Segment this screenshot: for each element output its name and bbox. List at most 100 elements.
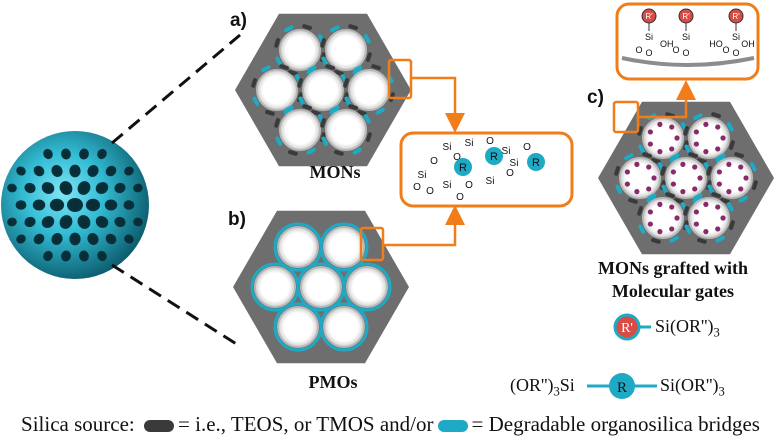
dark-silica-dash (302, 104, 312, 110)
dark-silica-dash (297, 78, 303, 88)
oh-group: OH (741, 39, 755, 49)
sphere-pore (133, 183, 143, 193)
gate-molecule-dot (646, 164, 652, 170)
bridge-formula-right: Si(OR'')3 (660, 375, 725, 399)
teal-bridge-dash (684, 144, 692, 154)
gate-molecule-dot (703, 201, 709, 207)
dark-silica-dash (371, 64, 381, 70)
dark-silica-dash (320, 118, 326, 128)
dark-silica-dash (637, 206, 643, 216)
teal-bridge-dash (715, 235, 725, 243)
sphere-pore (124, 234, 134, 244)
nanoparticle-sphere (1, 131, 149, 279)
teal-bridge-dash (684, 224, 692, 234)
atom-label: O (523, 142, 531, 153)
gate-molecule-dot (674, 215, 680, 221)
teal-bridge-dash (726, 202, 734, 212)
dark-silica-dash (348, 24, 358, 30)
teal-bridge-dash (707, 184, 715, 194)
teal-bridge-dash (647, 193, 657, 201)
gate-molecule-dot (647, 129, 653, 135)
dark-silica-dash (343, 78, 349, 88)
teal-bridge-dash (353, 65, 363, 73)
teal-bridge-dash (693, 193, 703, 201)
dark-silica-dash (279, 64, 289, 70)
dark-silica-dash (366, 52, 372, 62)
oh-group: OH (660, 39, 674, 49)
dark-silica-dash (706, 166, 712, 176)
sphere-pore (79, 250, 89, 262)
sphere-pore (97, 148, 107, 160)
sphere-pore (16, 234, 26, 244)
gate-molecule-dot (670, 181, 676, 187)
dark-silica-dash (288, 150, 298, 156)
gate-molecule-dot (738, 164, 744, 170)
sphere-pore (41, 216, 55, 228)
gate-molecule-dot (738, 186, 744, 192)
pmos-title: PMOs (308, 372, 358, 392)
sphere-pore (105, 233, 117, 245)
dark-silica-dash (274, 118, 280, 128)
dark-silica-dash (366, 132, 372, 142)
pmos-hexagon (233, 210, 409, 364)
gate-molecule-dot (657, 229, 663, 235)
sphere-pore (95, 182, 109, 194)
sphere-pore (51, 233, 63, 245)
silica-source-caption: Silica source: = i.e., TEOS, or TMOS and… (0, 412, 781, 437)
dark-silica-dash (688, 152, 698, 158)
teal-bridge-dash (306, 147, 316, 155)
gate-molecule-dot (624, 181, 630, 187)
gate-molecule-dot (693, 221, 699, 227)
sphere-pore (79, 148, 89, 160)
sphere-pore (43, 148, 53, 160)
teal-bridge-dash (661, 184, 669, 194)
sphere-pore (97, 250, 107, 262)
grafted-mons-hexagon (598, 101, 774, 255)
gate-molecule-dot (743, 175, 749, 181)
si-atom: Si (732, 32, 740, 42)
atom-label: Si (443, 142, 452, 153)
gate-molecule-dot (715, 226, 721, 232)
mons-hexagon (235, 13, 411, 167)
gate-molecule-dot (657, 121, 663, 127)
pore (254, 266, 296, 308)
sphere-pore (59, 181, 73, 195)
sphere-pore (59, 215, 73, 229)
sphere-pore (133, 217, 143, 227)
teal-bridge-dash (749, 162, 757, 172)
connector-grafted (638, 80, 696, 119)
bridge-r-label: R (617, 380, 627, 396)
dark-silica-dash (665, 192, 675, 198)
dark-silica-dash (711, 192, 721, 198)
sphere-pore (77, 215, 91, 229)
o-atom: O (635, 45, 642, 55)
teal-bridge-dash (275, 56, 283, 66)
atom-label: Si (418, 170, 427, 181)
teal-bridge-dash (321, 56, 329, 66)
dark-silica-dash (683, 126, 689, 136)
sphere-pore (61, 148, 71, 160)
pore (279, 29, 321, 71)
dark-silica-dash (674, 198, 684, 204)
sphere-pore (61, 250, 71, 262)
teal-bridge-dash (375, 107, 385, 115)
dark-silica-dash (288, 70, 298, 76)
teal-bridge-dash (330, 105, 340, 113)
pore (256, 69, 298, 111)
sphere-pore (67, 198, 83, 212)
sphere-pore (15, 200, 27, 210)
sphere-pore (7, 217, 17, 227)
sphere-pore (24, 182, 36, 194)
bridge-molecule-icon: R (587, 373, 657, 399)
teal-bridge-dash (284, 105, 294, 113)
teal-bridge-dash (638, 224, 646, 234)
gate-molecule-dot (646, 186, 652, 192)
sphere-pore (7, 183, 17, 193)
sphere-pore (114, 182, 126, 194)
dark-silica-dash (251, 78, 257, 88)
organic-bridge-bead (454, 158, 472, 176)
dark-silica-dash (651, 158, 661, 164)
gate-molecule-dot (715, 204, 721, 210)
dark-silica-dash (683, 206, 689, 216)
